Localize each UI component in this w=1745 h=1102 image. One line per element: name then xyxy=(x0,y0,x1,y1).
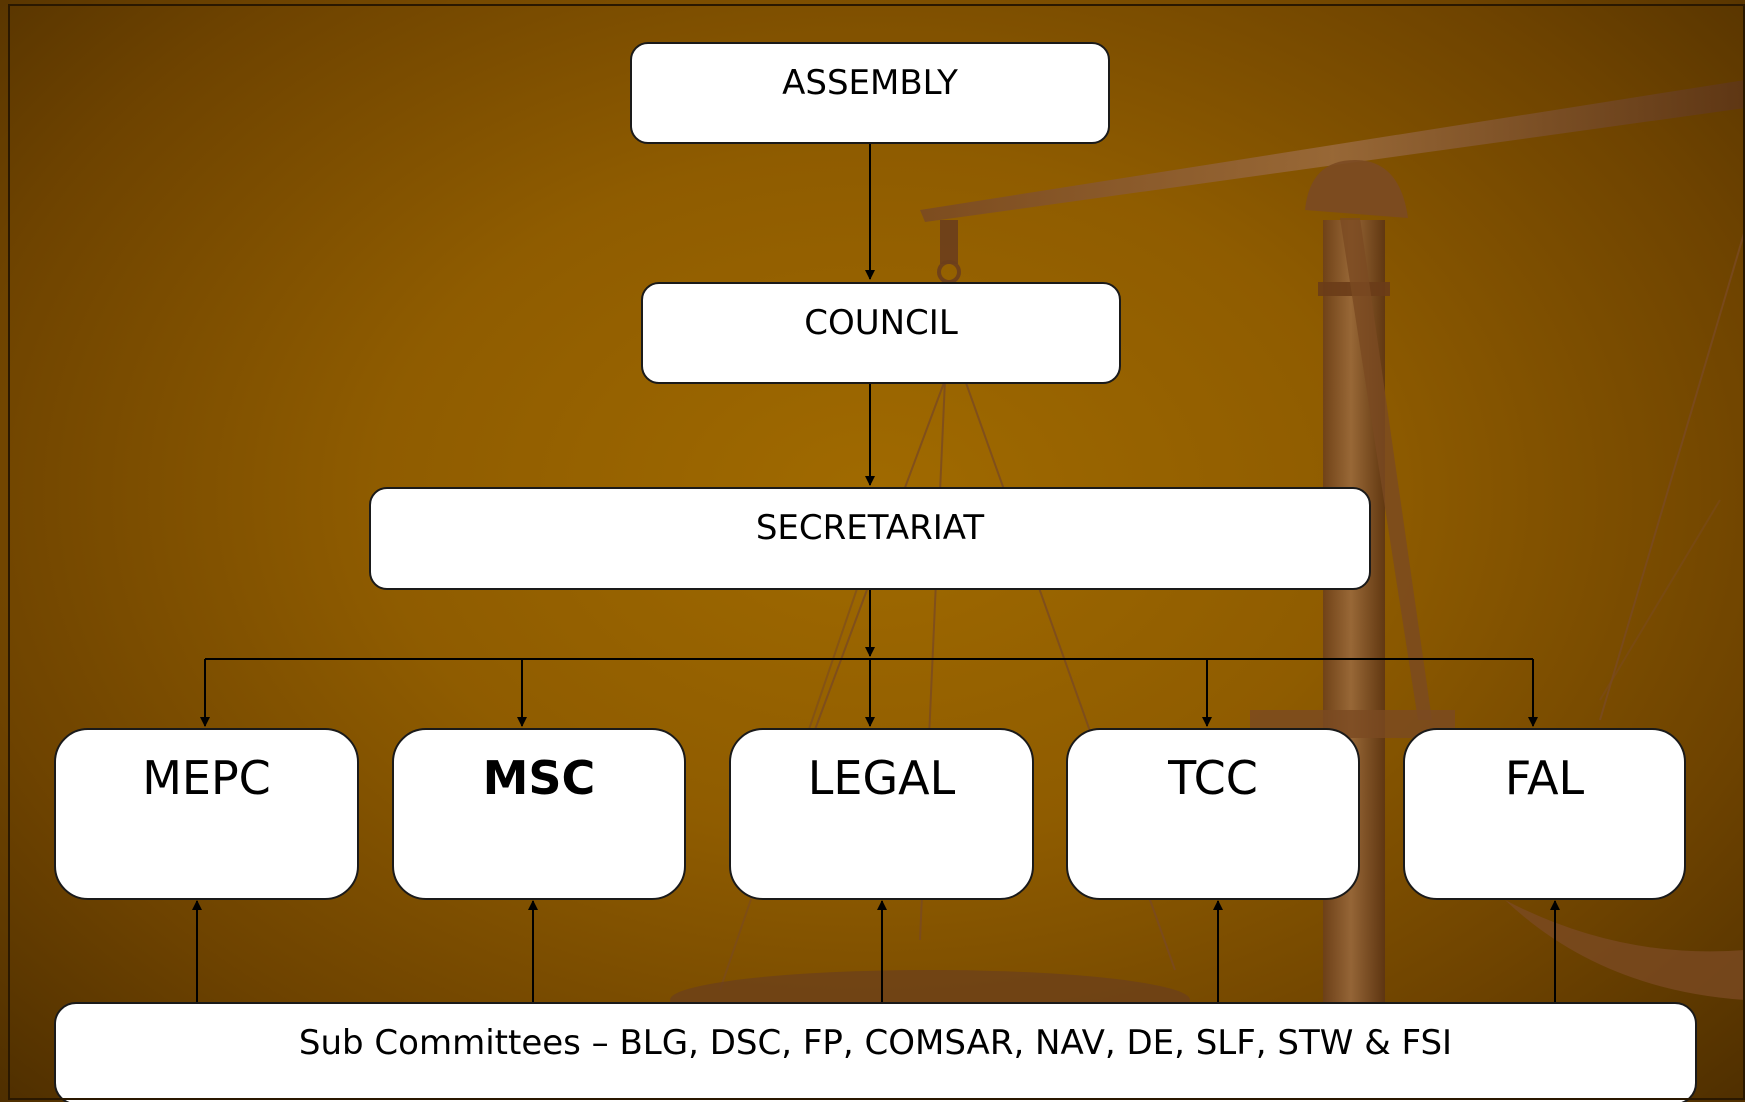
committee-label-fal: FAL xyxy=(1504,751,1585,805)
committee-box-mepc: MEPC xyxy=(54,728,359,900)
secretariat-box: SECRETARIAT xyxy=(369,487,1371,590)
sub-committees-box: Sub Committees – BLG, DSC, FP, COMSAR, N… xyxy=(54,1002,1697,1102)
committee-box-fal: FAL xyxy=(1403,728,1686,900)
committee-box-msc: MSC xyxy=(392,728,686,900)
council-label: COUNCIL xyxy=(804,303,958,343)
assembly-box: ASSEMBLY xyxy=(630,42,1110,144)
council-box: COUNCIL xyxy=(641,282,1121,384)
sub-committees-label: Sub Committees – BLG, DSC, FP, COMSAR, N… xyxy=(298,1023,1453,1063)
committee-label-msc: MSC xyxy=(482,751,596,805)
secretariat-label: SECRETARIAT xyxy=(755,508,985,548)
committee-label-legal: LEGAL xyxy=(807,751,956,805)
committee-box-tcc: TCC xyxy=(1066,728,1360,900)
committee-label-tcc: TCC xyxy=(1168,751,1258,805)
committee-box-legal: LEGAL xyxy=(729,728,1034,900)
committee-label-mepc: MEPC xyxy=(142,751,271,805)
assembly-label: ASSEMBLY xyxy=(782,63,958,103)
